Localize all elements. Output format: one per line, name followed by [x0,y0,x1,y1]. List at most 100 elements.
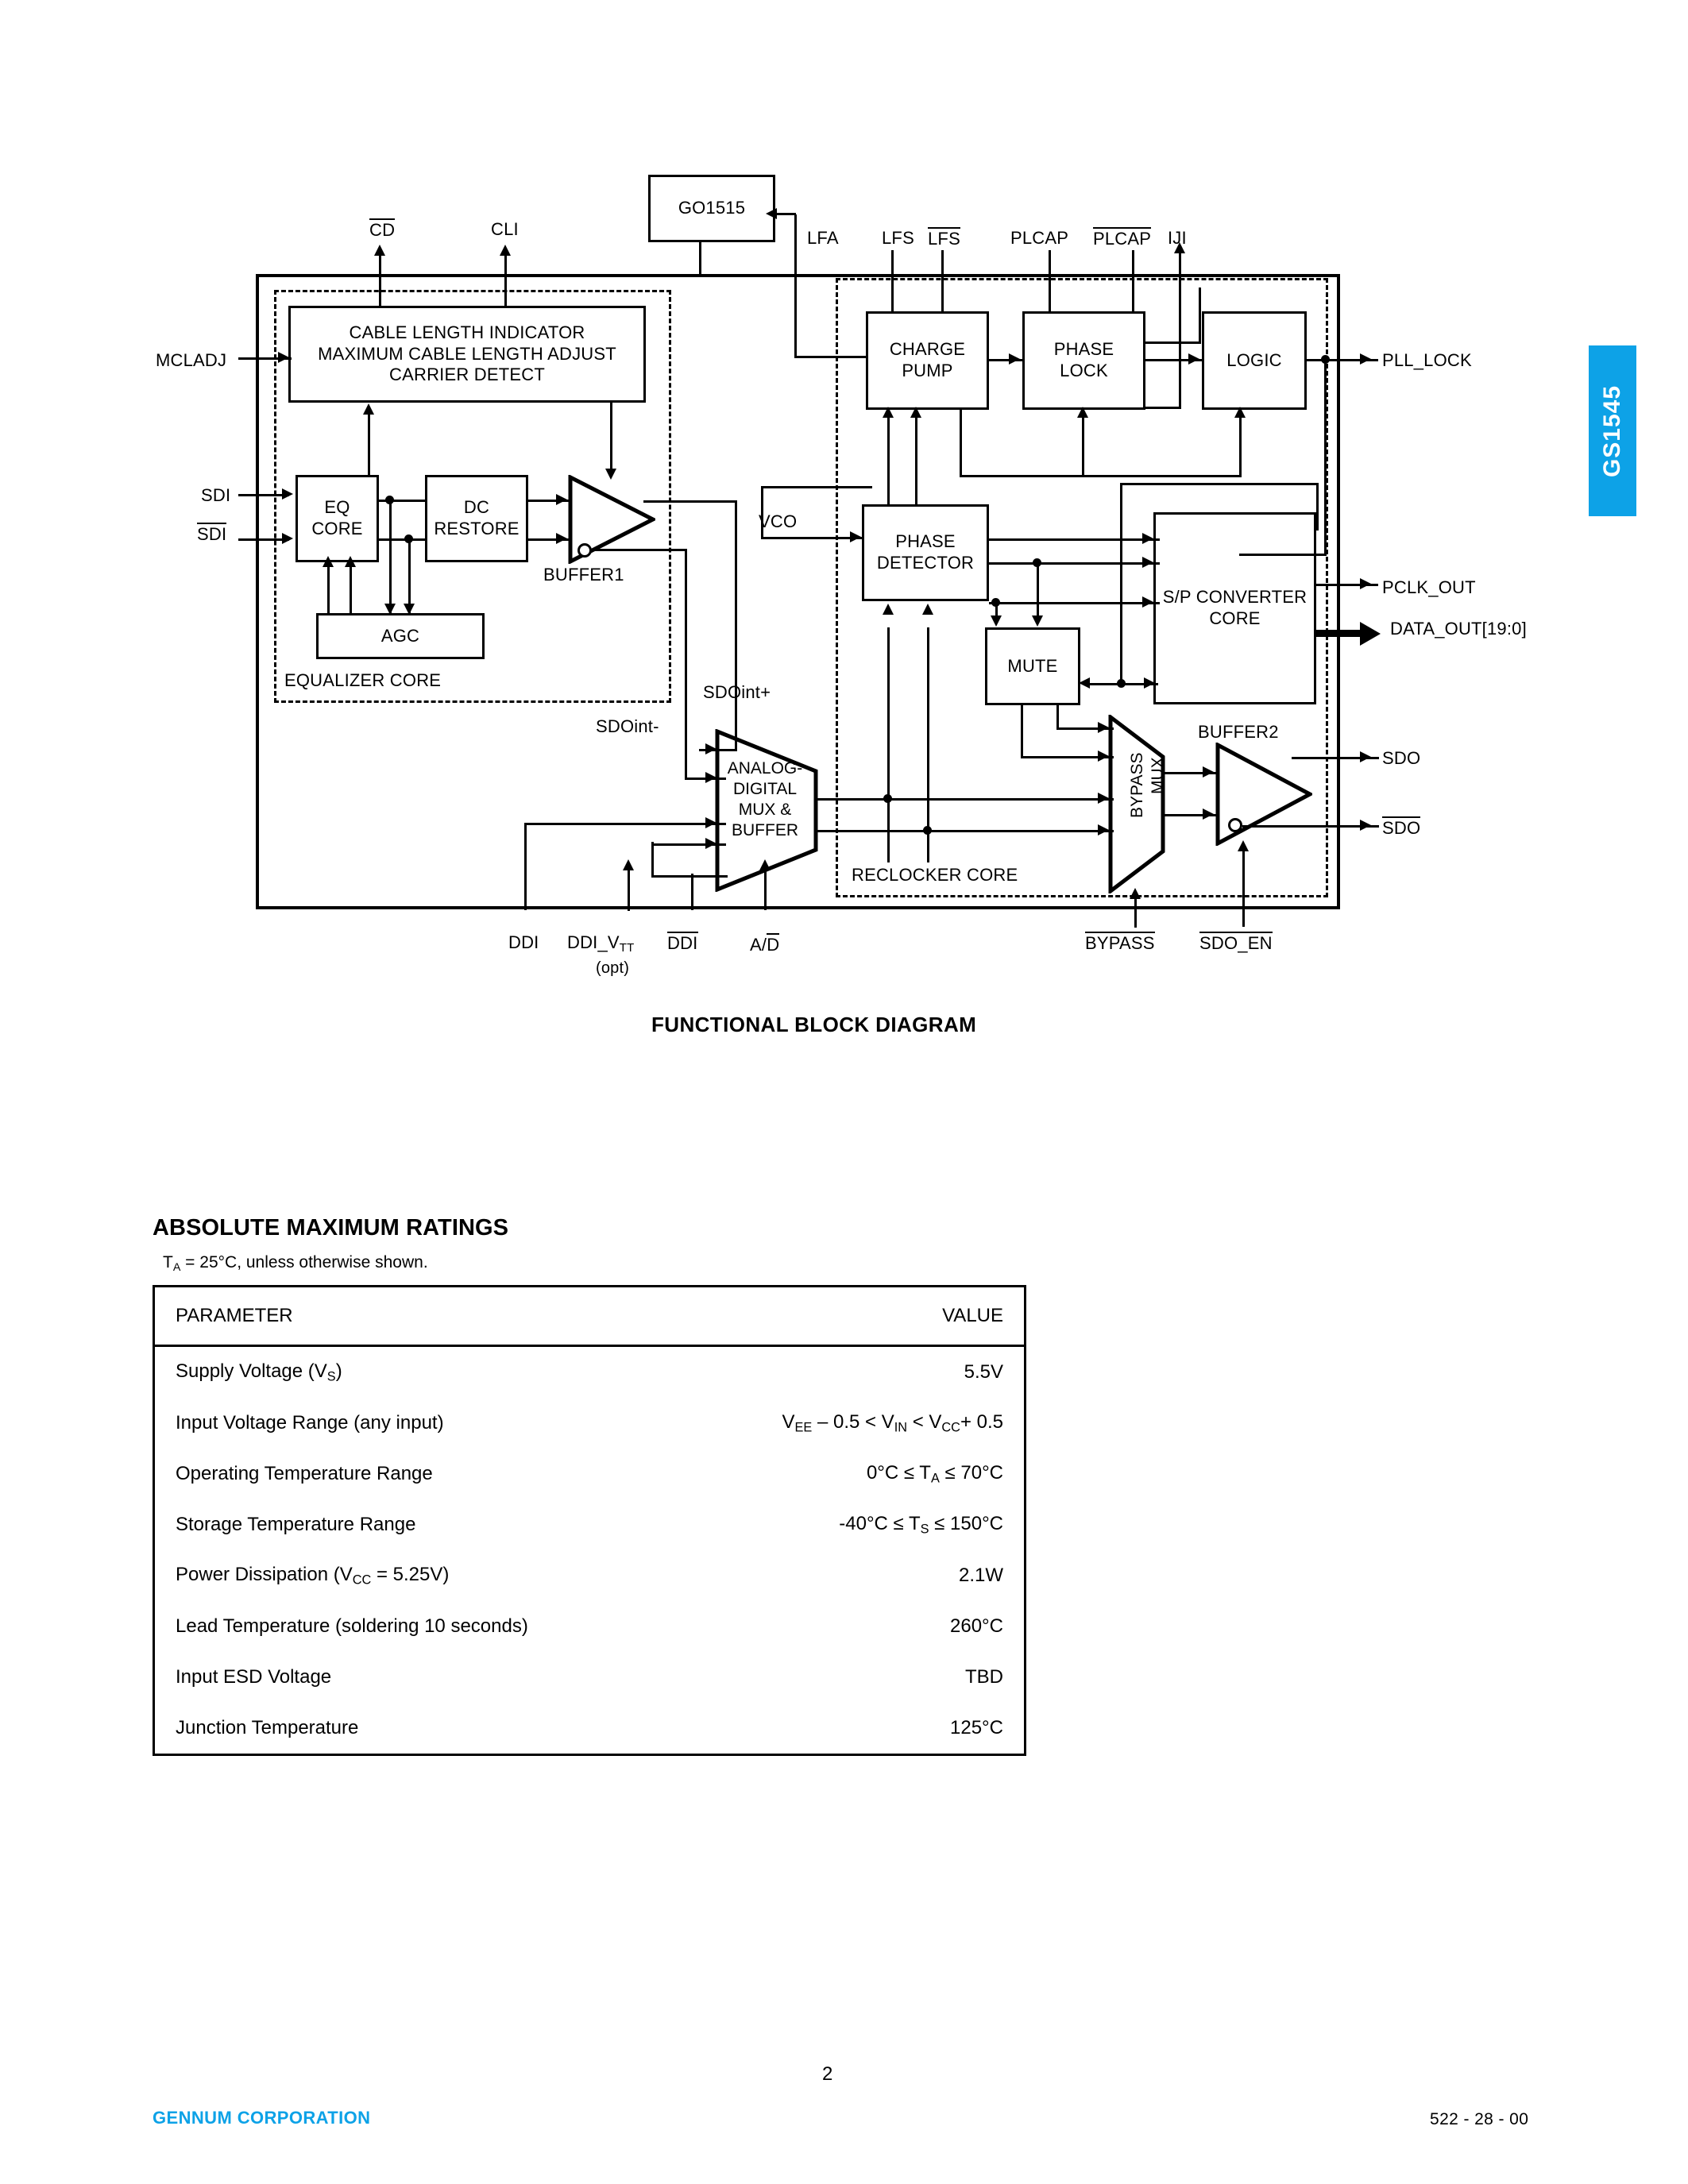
ratings-subtitle-sub: A [172,1260,181,1274]
wire-pd-to-cp-2 [915,413,917,504]
arrow-buffer1-control [605,469,616,480]
pin-label-lfs-bar: LFS [928,227,960,249]
block-phase-detector: PHASE DETECTOR [862,504,989,601]
pin-label-pll-lock: PLL_LOCK [1382,350,1472,370]
arrow-eq-in-1 [323,556,334,567]
arrow-bypass-control [1130,888,1141,899]
arrow-iji-out [1174,242,1185,253]
table-row: Storage Temperature Range -40°C ≤ TS ≤ 1… [154,1499,1026,1550]
wire-mute-out-down [1021,705,1023,758]
pin-label-bypass-bar-text: BYPASS [1085,932,1155,953]
ratings-param-junction-temp: Junction Temperature [176,1717,359,1738]
wire-eq-to-dc-2 [379,538,425,541]
wire-admux-out-1 [815,798,1114,801]
wire-sdo-out [1292,757,1379,759]
phase-detector-line-1: PHASE [895,531,956,552]
ratings-table-head: PARAMETER VALUE [153,1287,1026,1346]
wire-mcladj [238,357,276,360]
ratings-value-power-dissipation: 2.1W [958,1565,1003,1586]
pin-label-plcap-bar-text: PLCAP [1093,227,1152,249]
pin-label-sdi-bar-text: SDI [197,523,227,544]
arrow-bypass-in-1 [1098,722,1109,733]
table-row: Supply Voltage (VS) 5.5V [154,1346,1026,1399]
arrow-buf2-in-2 [1203,808,1214,820]
table-row: Operating Temperature Range 0°C ≤ TA ≤ 7… [154,1449,1026,1499]
arrow-agc-in-2 [404,604,415,615]
arrow-admux-in-ddi [705,817,717,828]
wire-phaselock-to-logic-top [1145,341,1201,344]
pin-label-sdo-bar-text: SDO [1382,816,1421,838]
wire-bypass-to-buf2-1 [1162,772,1218,774]
ratings-value-supply-voltage: 5.5V [964,1361,1003,1383]
ratings-subtitle: TA = 25°C, unless otherwise shown. [163,1253,428,1274]
pin-label-ddi-bar-text: DDI [667,932,698,953]
wire-bypass-to-buf2-2 [1162,814,1218,816]
wire-sdo-en-pin-riser [1242,846,1245,927]
pin-label-cd-text: CD [369,218,396,240]
arrow-admux-in-2 [705,772,717,783]
wire-sdi [238,494,289,496]
wire-plcap-drop [1049,250,1051,311]
block-dc-restore: DC RESTORE [425,475,528,562]
buffer1-inverting-bubble [577,543,592,558]
block-phase-lock: PHASE LOCK [1022,311,1145,410]
pin-label-plcap: PLCAP [1010,228,1069,248]
wire-cli-block-to-buffer1 [610,403,612,476]
wire-pd-out-3 [989,602,1160,604]
dc-restore-line-2: RESTORE [434,519,520,538]
phase-lock-line-1: PHASE [1053,339,1114,360]
wire-pd-out-1 [989,538,1160,541]
junction-admux-out-1 [883,794,892,803]
pin-label-a-d-bar: A/D [750,933,780,955]
ratings-param-power-dissipation: Power Dissipation (VCC = 5.25V) [176,1563,450,1588]
admux-line-3: MUX & [738,801,792,820]
wire-sdi-bar [238,538,289,541]
block-go1515-label: GO1515 [678,198,746,218]
block-cable-length-indicator: CABLE LENGTH INDICATOR MAXIMUM CABLE LEN… [288,306,646,403]
sp-converter-line-1: S/P CONVERTER [1162,587,1308,608]
wire-dc-to-buf1-1 [528,500,570,502]
wire-vco-top [761,486,872,488]
wire-lfa-vertical [794,214,797,357]
block-buffer1 [568,475,655,564]
wire-lfs-drop [891,250,894,311]
arrow-pd-in-vco [850,531,861,542]
arrow-cable-length-in [363,403,374,415]
wire-logic-down-left [1239,554,1327,556]
group-equalizer-core [274,290,671,703]
charge-pump-line-1: CHARGE [889,339,966,360]
pin-label-cd: CD [369,218,396,240]
pin-label-cli: CLI [491,219,519,239]
pin-label-lfs-bar-text: LFS [928,227,960,249]
arrow-sdo-bar-out [1360,820,1371,831]
ratings-subtitle-prefix: T [163,1253,173,1271]
cable-length-line-1: CABLE LENGTH INDICATOR [349,322,585,342]
group-reclocker-core-label: RECLOCKER CORE [852,865,1018,885]
wire-ddi-riser [524,823,527,910]
pin-label-ddi-vtt-note: (opt) [596,959,630,977]
footer-document-number: 522 - 28 - 00 [1430,2110,1529,2128]
ratings-value-storage-temp: -40°C ≤ TS ≤ 150°C [839,1512,1003,1537]
page-number: 2 [822,2063,833,2085]
footer-company-name: GENNUM CORPORATION [153,2108,371,2128]
arrow-cli-out [500,245,511,256]
agc-label: AGC [380,625,420,646]
wire-mute-out2-down [1056,705,1059,729]
wire-lfa-to-go1515 [777,213,796,215]
ratings-value-lead-temp: 260°C [950,1615,1003,1637]
wire-lfa-bottom-to-cp [794,356,866,358]
charge-pump-line-2: PUMP [902,361,953,380]
pin-label-sdo-bar: SDO [1382,816,1421,838]
wire-ddi-to-mux [524,823,726,825]
arrow-buf1-in-1 [556,494,567,505]
arrow-sdi-in [282,488,293,500]
wire-mute-feed-2 [1037,562,1039,621]
block-go1515: GO1515 [648,175,775,242]
wire-buf1-out-plus [643,500,737,503]
wire-mute-out-to-bypass-2 [1021,756,1114,758]
block-sp-converter-core: S/P CONVERTER CORE [1153,512,1316,704]
block-eq-core: EQ CORE [295,475,379,562]
functional-block-diagram: GO1515 EQUALIZER CORE RECLOCKER CORE CAB… [0,0,1688,1072]
ratings-value-junction-temp: 125°C [950,1717,1003,1738]
internal-label-sdoint-minus: SDOint- [596,716,659,736]
